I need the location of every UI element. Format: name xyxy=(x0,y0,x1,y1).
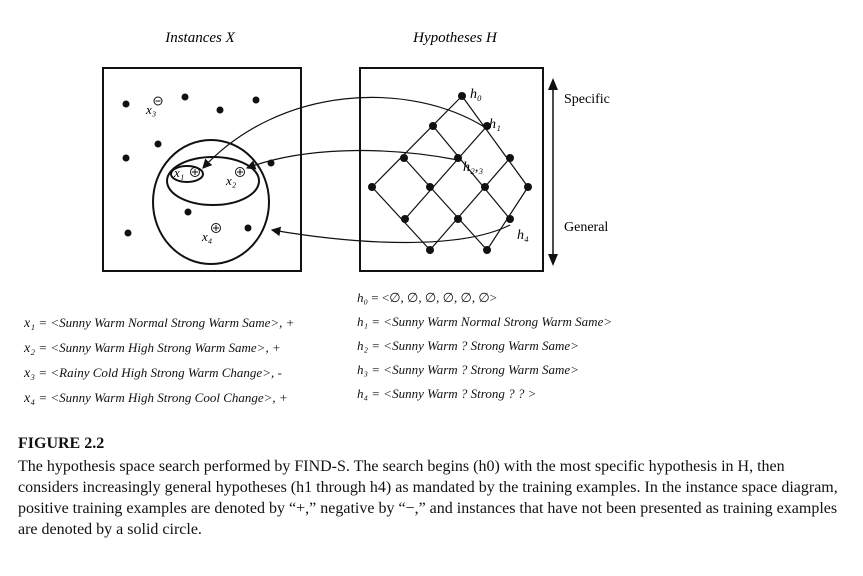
training-examples: x₁ = <Sunny Warm Normal Strong Warm Same… xyxy=(24,315,294,415)
hypothesis-row: h₁ = <Sunny Warm Normal Strong Warm Same… xyxy=(357,314,612,338)
find-s-diagram: Instances X Hypotheses H x₃ x₁ x₂ xyxy=(102,30,610,272)
hypotheses-title: Hypotheses H xyxy=(412,30,498,46)
instance-space-box xyxy=(102,67,302,272)
instances-title: Instances X xyxy=(164,30,235,46)
hypothesis-text: = <Sunny Warm ? Strong Warm Same> xyxy=(371,362,579,377)
x4-label: x₄ xyxy=(201,229,213,244)
figure-caption-text: The hypothesis space search performed by… xyxy=(18,458,838,538)
example-row: x₁ = <Sunny Warm Normal Strong Warm Same… xyxy=(24,315,294,340)
example-text: = <Sunny Warm High Strong Warm Same>, + xyxy=(38,340,281,355)
h1-label: h₁ xyxy=(489,117,501,132)
example-var: x₂ xyxy=(24,341,36,356)
hypothesis-var: h₀ xyxy=(357,290,369,305)
example-row: x₄ = <Sunny Warm High Strong Cool Change… xyxy=(24,390,294,415)
instance-dot xyxy=(181,93,189,101)
example-text: = <Rainy Cold High Strong Warm Change>, … xyxy=(38,365,282,380)
h0-label: h₀ xyxy=(470,87,482,102)
hypothesis-node xyxy=(483,246,491,254)
hypothesis-text: = <Sunny Warm ? Strong ? ? > xyxy=(371,386,537,401)
hypothesis-node xyxy=(454,154,462,162)
instance-dot xyxy=(184,208,192,216)
hypothesis-row: h₂ = <Sunny Warm ? Strong Warm Same> xyxy=(357,338,612,362)
hypothesis-node xyxy=(429,122,437,130)
hypothesis-node xyxy=(458,92,466,100)
arrow-x1-h1 xyxy=(202,96,487,169)
example-var: x₃ xyxy=(24,366,36,381)
h4-label: h₄ xyxy=(517,228,529,243)
instance-dot xyxy=(124,229,132,237)
axis-arrow-down xyxy=(548,254,558,266)
axis-arrow-up xyxy=(548,78,558,90)
hypothesis-node xyxy=(506,154,514,162)
hypothesis-row: h₃ = <Sunny Warm ? Strong Warm Same> xyxy=(357,362,612,386)
instance-dot xyxy=(154,140,162,148)
unpresented-instances xyxy=(122,93,275,237)
hypothesis-nodes xyxy=(368,92,532,254)
hypothesis-node xyxy=(481,183,489,191)
x1-label: x₁ xyxy=(173,165,184,180)
hypothesis-row: h₀ = <∅, ∅, ∅, ∅, ∅, ∅> xyxy=(357,290,612,314)
hypothesis-row: h₄ = <Sunny Warm ? Strong ? ? > xyxy=(357,386,612,410)
instance-dot xyxy=(122,154,130,162)
hypothesis-space-box xyxy=(359,67,544,272)
instance-dot xyxy=(252,96,260,104)
hypothesis-list: h₀ = <∅, ∅, ∅, ∅, ∅, ∅> h₁ = <Sunny Warm… xyxy=(357,290,612,410)
example-row: x₃ = <Rainy Cold High Strong Warm Change… xyxy=(24,365,294,390)
example-row: x₂ = <Sunny Warm High Strong Warm Same>,… xyxy=(24,340,294,365)
hypothesis-text: = <Sunny Warm ? Strong Warm Same> xyxy=(371,338,579,353)
hypothesis-node xyxy=(506,215,514,223)
hypothesis-node xyxy=(454,215,462,223)
x1-region xyxy=(170,165,204,183)
example-text: = <Sunny Warm Normal Strong Warm Same>, … xyxy=(38,315,295,330)
arrow-x4-h4 xyxy=(270,224,511,244)
specific-label: Specific xyxy=(564,92,610,107)
hypothesis-var: h₃ xyxy=(357,362,369,377)
hypothesis-node xyxy=(400,154,408,162)
x4-region xyxy=(152,139,270,265)
x2-region xyxy=(166,156,260,206)
x1-positive-marker xyxy=(190,167,200,177)
instance-dot xyxy=(122,100,130,108)
figure-caption: FIGURE 2.2 The hypothesis space search p… xyxy=(18,433,848,540)
x2-positive-marker xyxy=(235,167,245,177)
x3-label: x₃ xyxy=(145,102,156,117)
hypothesis-var: h₁ xyxy=(357,314,369,329)
x2-label: x₂ xyxy=(225,173,237,188)
hypothesis-node xyxy=(426,246,434,254)
example-text: = <Sunny Warm High Strong Cool Change>, … xyxy=(38,390,288,405)
x4-positive-marker xyxy=(211,223,221,233)
hypothesis-text: = <Sunny Warm Normal Strong Warm Same> xyxy=(371,314,613,329)
example-var: x₁ xyxy=(24,316,36,331)
hypothesis-node xyxy=(524,183,532,191)
figure-title: FIGURE 2.2 xyxy=(18,435,105,452)
hypothesis-var: h₄ xyxy=(357,386,369,401)
h23-label: h₂,₃ xyxy=(463,160,483,175)
general-label: General xyxy=(564,220,608,235)
hypothesis-var: h₂ xyxy=(357,338,369,353)
x3-negative-marker xyxy=(153,96,163,106)
hypothesis-node xyxy=(368,183,376,191)
hypothesis-node xyxy=(401,215,409,223)
arrow-x2-h23 xyxy=(245,149,459,170)
instance-dot xyxy=(244,224,252,232)
hypothesis-node xyxy=(426,183,434,191)
example-var: x₄ xyxy=(24,391,36,406)
instance-dot xyxy=(216,106,224,114)
hypothesis-text: = <∅, ∅, ∅, ∅, ∅, ∅> xyxy=(371,290,497,305)
hypothesis-lattice xyxy=(371,95,529,251)
